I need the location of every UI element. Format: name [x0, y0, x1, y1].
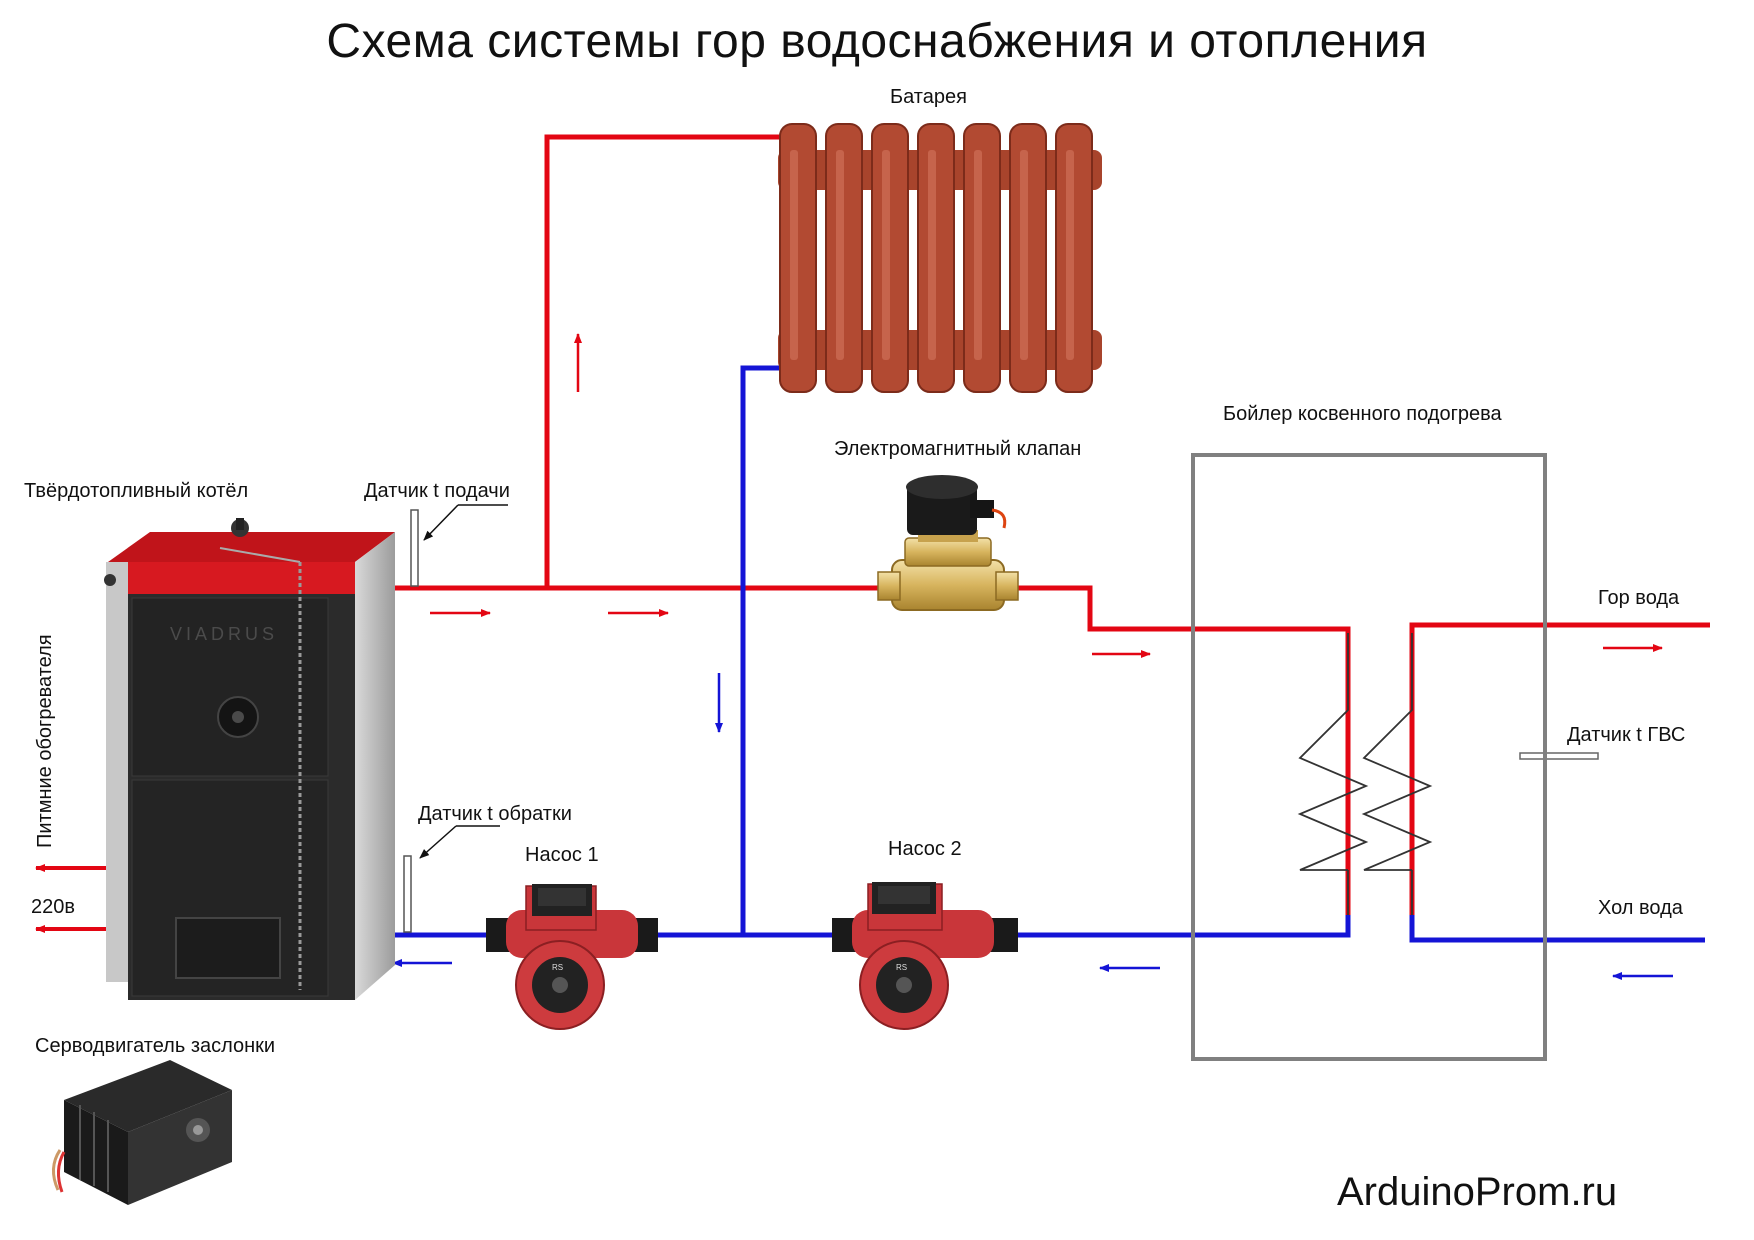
indirect-boiler-label: Бойлер косвенного подогрева: [1223, 403, 1502, 425]
servo-motor-icon: [52, 1060, 232, 1205]
heater-power-label: Питмние обогревателя: [34, 634, 56, 848]
svg-text:RS: RS: [552, 963, 563, 972]
return-pipes: [372, 365, 1705, 943]
indirect-boiler-tank: [1191, 453, 1547, 1061]
solid-fuel-boiler-label: Твёрдотопливный котёл: [24, 480, 249, 502]
battery-label: Батарея: [890, 86, 967, 108]
hot-water-label: Гор вода: [1598, 587, 1680, 609]
supply-sensor: [410, 504, 508, 587]
damper-servo-label: Серводвигатель заслонки: [35, 1035, 276, 1057]
watermark: ArduinoProm.ru: [1337, 1170, 1618, 1214]
solid-fuel-boiler-icon: VIADRUS: [104, 518, 395, 1000]
dhw-sensor-label: Датчик t ГВС: [1567, 724, 1686, 746]
return-sensor-label: Датчик t обратки: [418, 803, 572, 825]
pump2-label: Насос 2: [888, 838, 962, 860]
pump1-label: Насос 1: [525, 844, 599, 866]
page-title: Схема системы гор водоснабжения и отопле…: [326, 15, 1428, 68]
coil-icon: [1297, 633, 1433, 915]
radiator-icon: [778, 123, 1102, 393]
boiler-brand-text: VIADRUS: [170, 624, 278, 644]
dhw-sensor: [1519, 752, 1599, 760]
solenoid-valve-label: Электромагнитный клапан: [834, 438, 1082, 460]
return-sensor: [403, 825, 500, 933]
cold-water-label: Хол вода: [1598, 897, 1683, 919]
circulation-pump-2-icon: RS: [832, 882, 1018, 1030]
circulation-pump-1-icon: RS: [486, 884, 658, 1030]
supply-sensor-label: Датчик t подачи: [364, 480, 510, 502]
svg-text:RS: RS: [896, 963, 907, 972]
flow-arrows: [35, 333, 1673, 980]
supply-pipes: [387, 134, 1710, 915]
solenoid-valve-icon: [877, 475, 1019, 611]
voltage-label: 220в: [31, 896, 75, 918]
